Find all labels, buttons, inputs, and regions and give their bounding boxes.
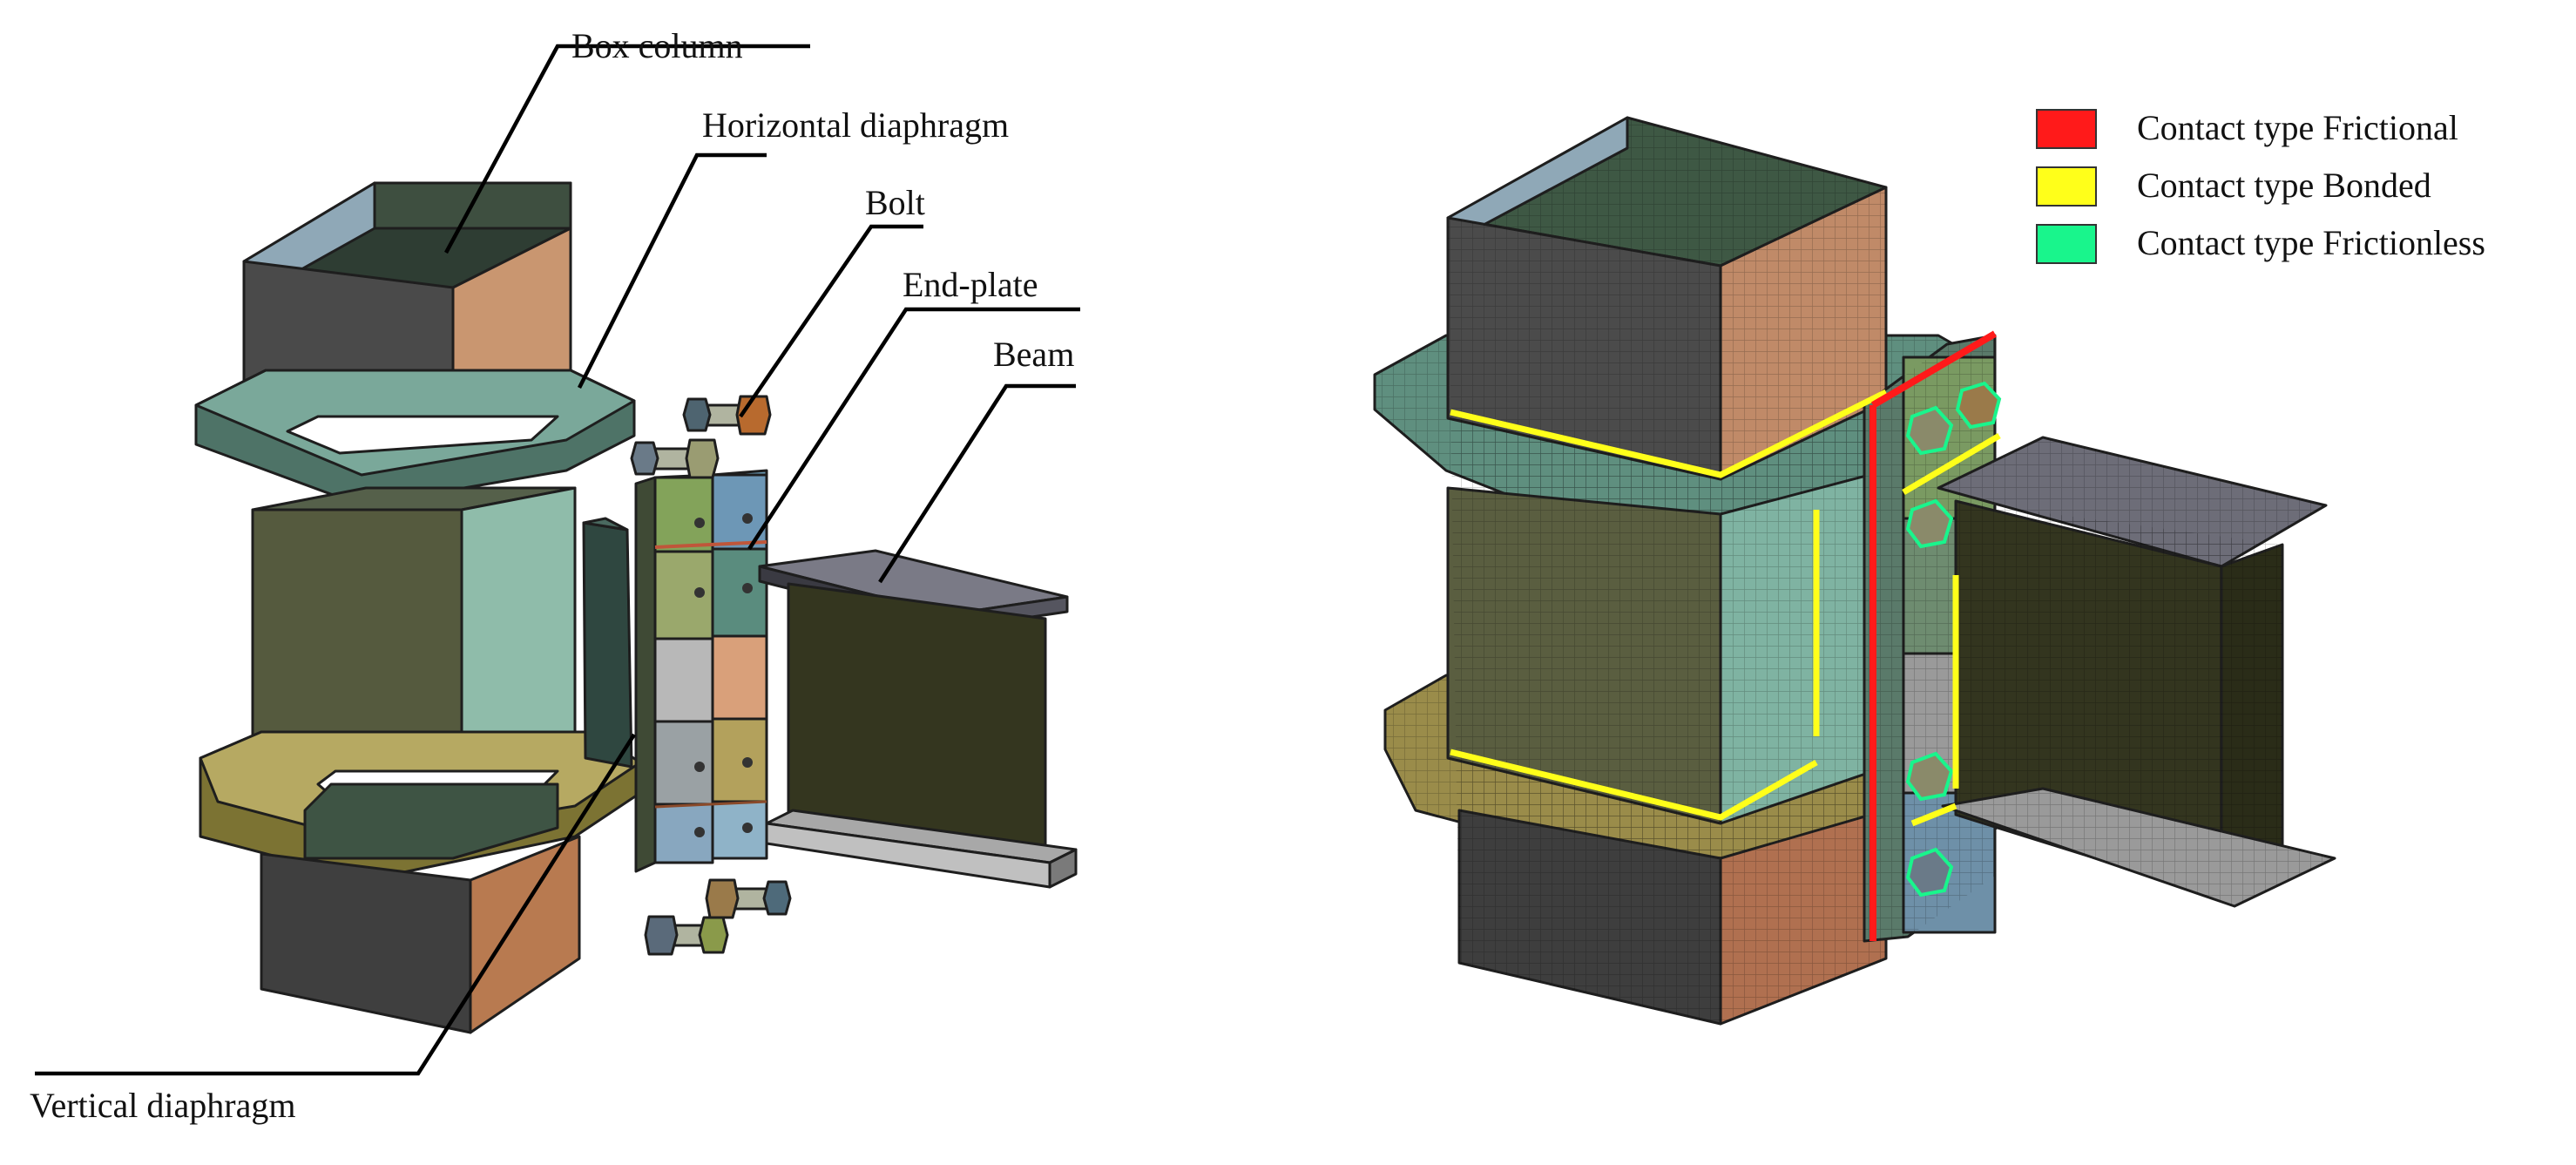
contact-lines [1450,330,2001,941]
contact-legend: Contact type Frictional Contact type Bon… [2036,108,2485,264]
mesh-view: Contact type Frictional Contact type Bon… [1373,108,2485,1026]
end-plate-assembly [634,469,768,873]
legend-swatch-frictional [2036,109,2097,149]
mesh-column-faces [1446,186,1888,1026]
bolt [644,915,729,956]
mesh-beam [1937,436,2336,908]
leader-lines [35,44,1080,1076]
upper-horizontal-diaphragm [194,369,636,507]
bolt [705,878,792,919]
legend-swatch-frictionless [2036,224,2097,264]
legend-label-bonded: Contact type Bonded [2137,166,2431,205]
bolt-group [630,395,792,956]
middle-column-segment [251,486,577,782]
bolt-head [1905,751,1954,802]
label-bolt: Bolt [865,183,925,222]
bolt-head [1905,498,1954,549]
bonded-contact-line [1450,389,1888,478]
label-end-plate: End-plate [903,265,1038,304]
bolt-head [1905,405,1954,456]
label-box-column: Box column [571,26,743,65]
bolt-head [1955,381,2002,430]
legend-label-frictional: Contact type Frictional [2137,108,2458,147]
exploded-view: Box column Horizontal diaphragm Bolt End… [30,26,1080,1125]
mesh-column-top [1446,116,1888,268]
bolt [682,395,772,436]
bonded-contact-line [1910,803,1957,827]
label-vertical-diaphragm: Vertical diaphragm [30,1086,295,1125]
bonded-contact-line [1902,432,2001,496]
lower-column-segment [260,782,581,1034]
legend-label-frictionless: Contact type Frictionless [2137,223,2485,262]
label-beam: Beam [993,335,1074,374]
bolt [630,438,720,479]
legend-swatch-bonded [2036,166,2097,207]
frictional-contact-line [1870,330,1998,409]
bolt-head [1905,847,1954,897]
vertical-diaphragm [582,517,633,769]
bonded-contact-line [1450,748,1818,821]
label-horizontal-diaphragm: Horizontal diaphragm [702,105,1009,145]
beam [758,549,1078,889]
mesh-bolts [1905,381,2002,897]
